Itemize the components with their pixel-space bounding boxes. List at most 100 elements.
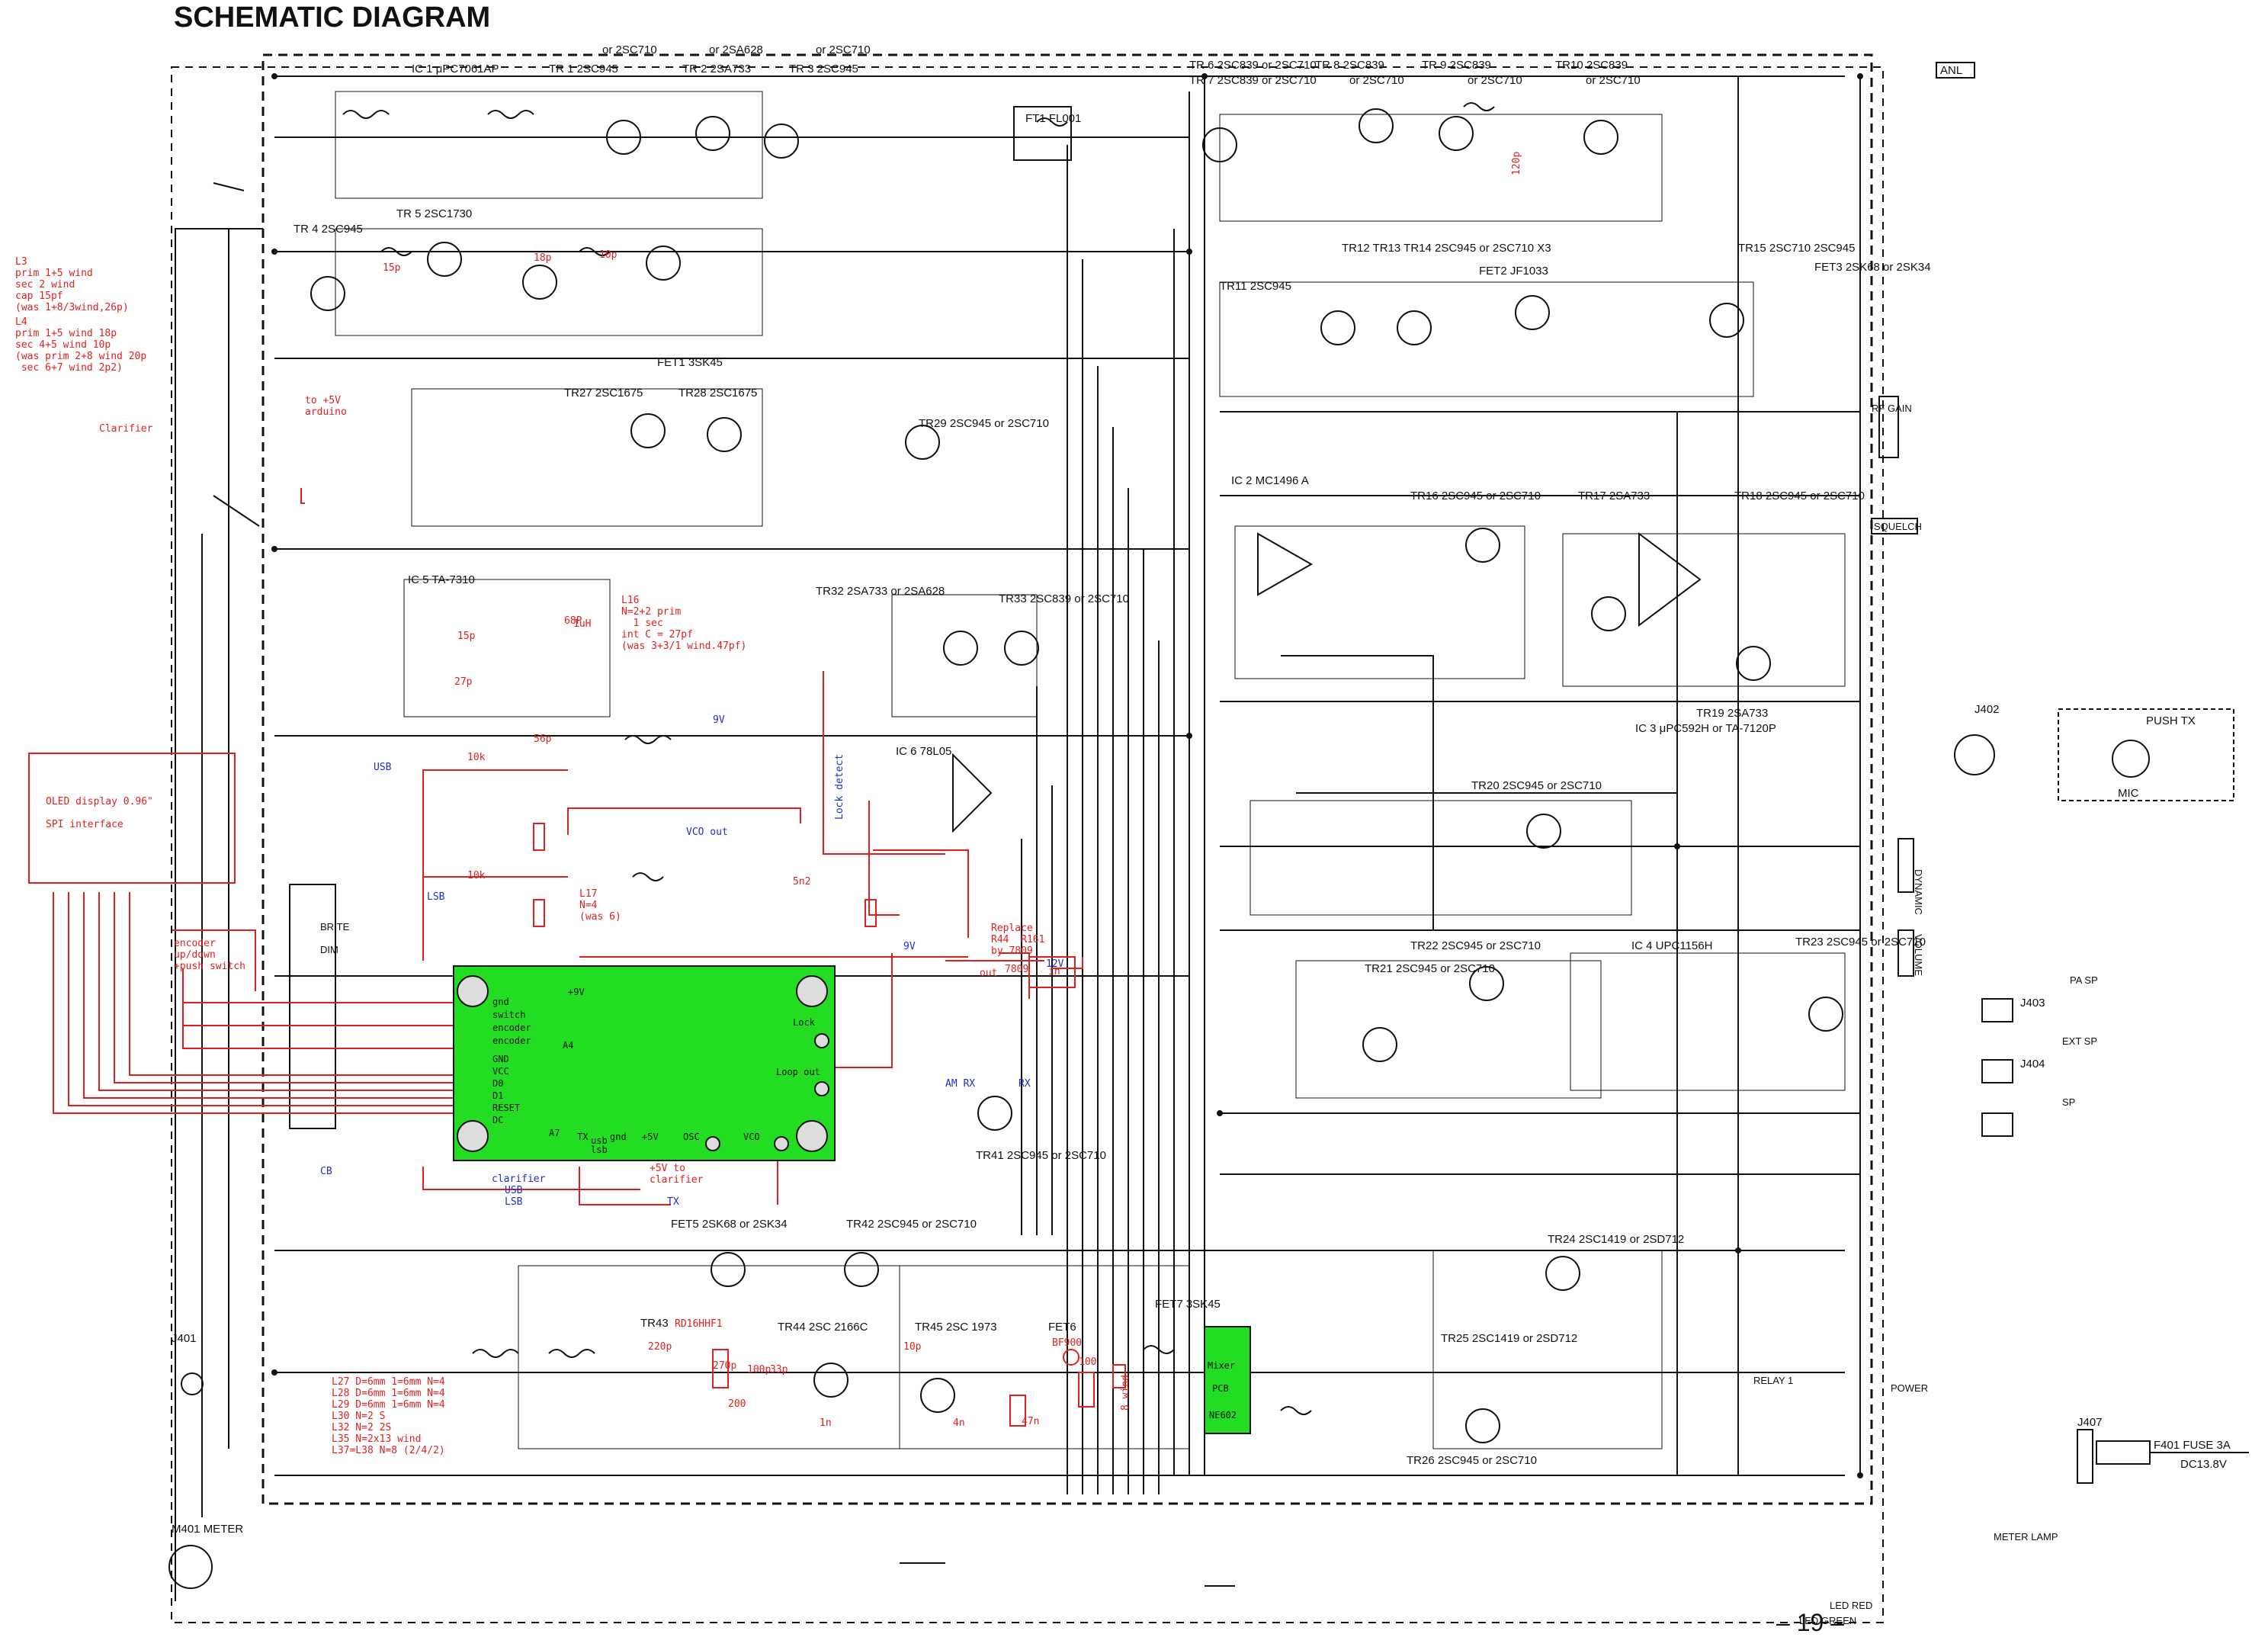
schematic-junctions (271, 73, 1863, 1478)
component-label: RF GAIN (1872, 403, 1912, 414)
component-labels: IC 1 μPC7061AP TR 1 2SC945 TR 2 2SA733 T… (172, 43, 2231, 1626)
value-label: RD16HHF1 (675, 1318, 723, 1330)
board-pin-label: usb (591, 1135, 608, 1146)
mixer-label: NE602 (1209, 1410, 1237, 1420)
coax-pin-icon (814, 1033, 829, 1048)
board-pin-label: A7 (549, 1128, 560, 1138)
note-l3: L3 prim 1+5 wind sec 2 wind cap 15pf (wa… (15, 256, 129, 313)
value-label: 5n2 (793, 876, 810, 888)
reg-12v: 12V (1046, 958, 1064, 970)
component-label: TR22 2SC945 or 2SC710 (1410, 939, 1541, 952)
coax-pin-icon (705, 1136, 720, 1151)
component-label: DC13.8V (2180, 1458, 2227, 1471)
component-label: DYNAMIC (1913, 869, 1924, 915)
coax-pin-icon (774, 1136, 789, 1151)
component-label: TR43 (640, 1317, 669, 1330)
component-label: TR 6 2SC839 or 2SC710 (1189, 59, 1317, 72)
note-encoder: encoder up/down +push switch (174, 938, 245, 972)
value-label: 4n (953, 1417, 965, 1429)
component-label: TR45 2SC 1973 (915, 1321, 997, 1334)
value-label: 100 (1079, 1356, 1096, 1368)
value-label: 270p (713, 1360, 736, 1372)
component-label: or 2SA628 (709, 43, 763, 56)
component-label: IC 4 UPC1156H (1631, 939, 1712, 952)
component-label: FET3 2SK68 or 2SK34 (1814, 261, 1931, 274)
component-label: or 2SC710 (816, 43, 871, 56)
component-label: TR26 2SC945 or 2SC710 (1407, 1454, 1537, 1467)
board-pin-label: gnd (492, 997, 509, 1007)
component-label: or 2SC710 (1586, 74, 1641, 87)
board-pin-label: +5V (642, 1132, 659, 1142)
component-label: TR 9 2SC839 (1422, 59, 1491, 72)
reg-out: out (980, 968, 997, 979)
board-pin-label: +9V (568, 987, 585, 997)
value-label: 18p (534, 252, 552, 264)
board-pin-label: gnd (610, 1132, 627, 1142)
value-label: 15p (383, 262, 401, 274)
component-label: M401 METER (172, 1523, 243, 1536)
board-pin-label: switch (492, 1010, 525, 1020)
value-label: 220p (648, 1341, 672, 1353)
component-label: J403 (2020, 997, 2045, 1010)
value-label: 10p (599, 249, 618, 261)
mod-wiring (28, 488, 1126, 1427)
component-label: or 2SC710 (1349, 74, 1404, 87)
component-label: IC 6 78L05 (896, 745, 951, 758)
component-label: TR17 2SA733 (1578, 490, 1650, 502)
value-label: 200 (728, 1398, 746, 1410)
note-l16: L16 N=2+2 prim 1 sec int C = 27pf (was 3… (621, 595, 747, 652)
component-label: J407 (2077, 1416, 2103, 1429)
signal-label: USB (374, 762, 392, 773)
value-label: BF900 (1052, 1337, 1082, 1349)
component-label: LED GREEN (1799, 1615, 1856, 1626)
board-pin-label: Loop out (776, 1067, 820, 1077)
component-label: TR21 2SC945 or 2SC710 (1365, 962, 1495, 975)
component-label: F401 FUSE 3A (2154, 1439, 2231, 1452)
value-label: 10k (467, 870, 486, 881)
component-label: TR12 TR13 TR14 2SC945 or 2SC710 X3 (1342, 242, 1551, 255)
component-label: TR 1 2SC945 (549, 63, 618, 75)
reg-in: in (1048, 966, 1060, 977)
value-label: 27p (454, 676, 473, 688)
component-label: or 2SC710 (602, 43, 657, 56)
component-label: TR25 2SC1419 or 2SD712 (1441, 1332, 1577, 1345)
mount-hole-icon (457, 975, 489, 1007)
component-label: FET6 (1048, 1321, 1076, 1334)
component-label: ANL (1940, 64, 1962, 77)
board-pin-label: Lock (793, 1017, 816, 1028)
component-label: TR44 2SC 2166C (778, 1321, 868, 1334)
component-label: TR23 2SC945 or 2SC710 (1795, 936, 1926, 949)
component-label: TR10 2SC839 (1555, 59, 1628, 72)
board-pin-label: A4 (563, 1040, 573, 1051)
component-label: VOLUME (1913, 934, 1924, 976)
component-label: TR 8 2SC839 (1315, 59, 1384, 72)
component-label: FET2 JF1033 (1479, 265, 1548, 278)
board-pin-label: lsb (591, 1144, 608, 1155)
component-label: FET7 3SK45 (1155, 1298, 1221, 1311)
component-label: TR20 2SC945 or 2SC710 (1471, 779, 1602, 792)
value-label: 10k (467, 752, 486, 763)
signal-label: clarifier (492, 1173, 546, 1185)
mixer-label: Mixer (1208, 1360, 1235, 1371)
signal-label: USB (505, 1185, 523, 1196)
mount-hole-icon (457, 1120, 489, 1152)
mixer-board (1204, 1326, 1251, 1434)
board-pin-label: GND (492, 1054, 509, 1064)
component-label: or 2SC710 (1468, 74, 1522, 87)
component-label: TR 7 2SC839 or 2SC710 (1189, 74, 1317, 87)
note-arduino: to +5V arduino (305, 395, 347, 418)
reg-label: 7809 (1005, 964, 1028, 975)
component-label: J404 (2020, 1058, 2045, 1071)
component-label: TR16 2SC945 or 2SC710 (1410, 490, 1541, 502)
signal-label: VCO out (686, 827, 728, 838)
component-label: SQUELCH (1874, 521, 1922, 532)
value-label: 10p (903, 1341, 922, 1353)
component-label: TR33 2SC839 or 2SC710 (999, 592, 1129, 605)
component-label: TR42 2SC945 or 2SC710 (846, 1218, 977, 1231)
component-label: TR 4 2SC945 (294, 223, 363, 236)
component-label: J402 (1974, 703, 2000, 716)
component-label: PUSH TX (2146, 714, 2196, 727)
component-label: FET5 2SK68 or 2SK34 (671, 1218, 788, 1231)
value-label: 8 wind (1120, 1375, 1131, 1411)
value-label: 47n (1022, 1416, 1039, 1427)
